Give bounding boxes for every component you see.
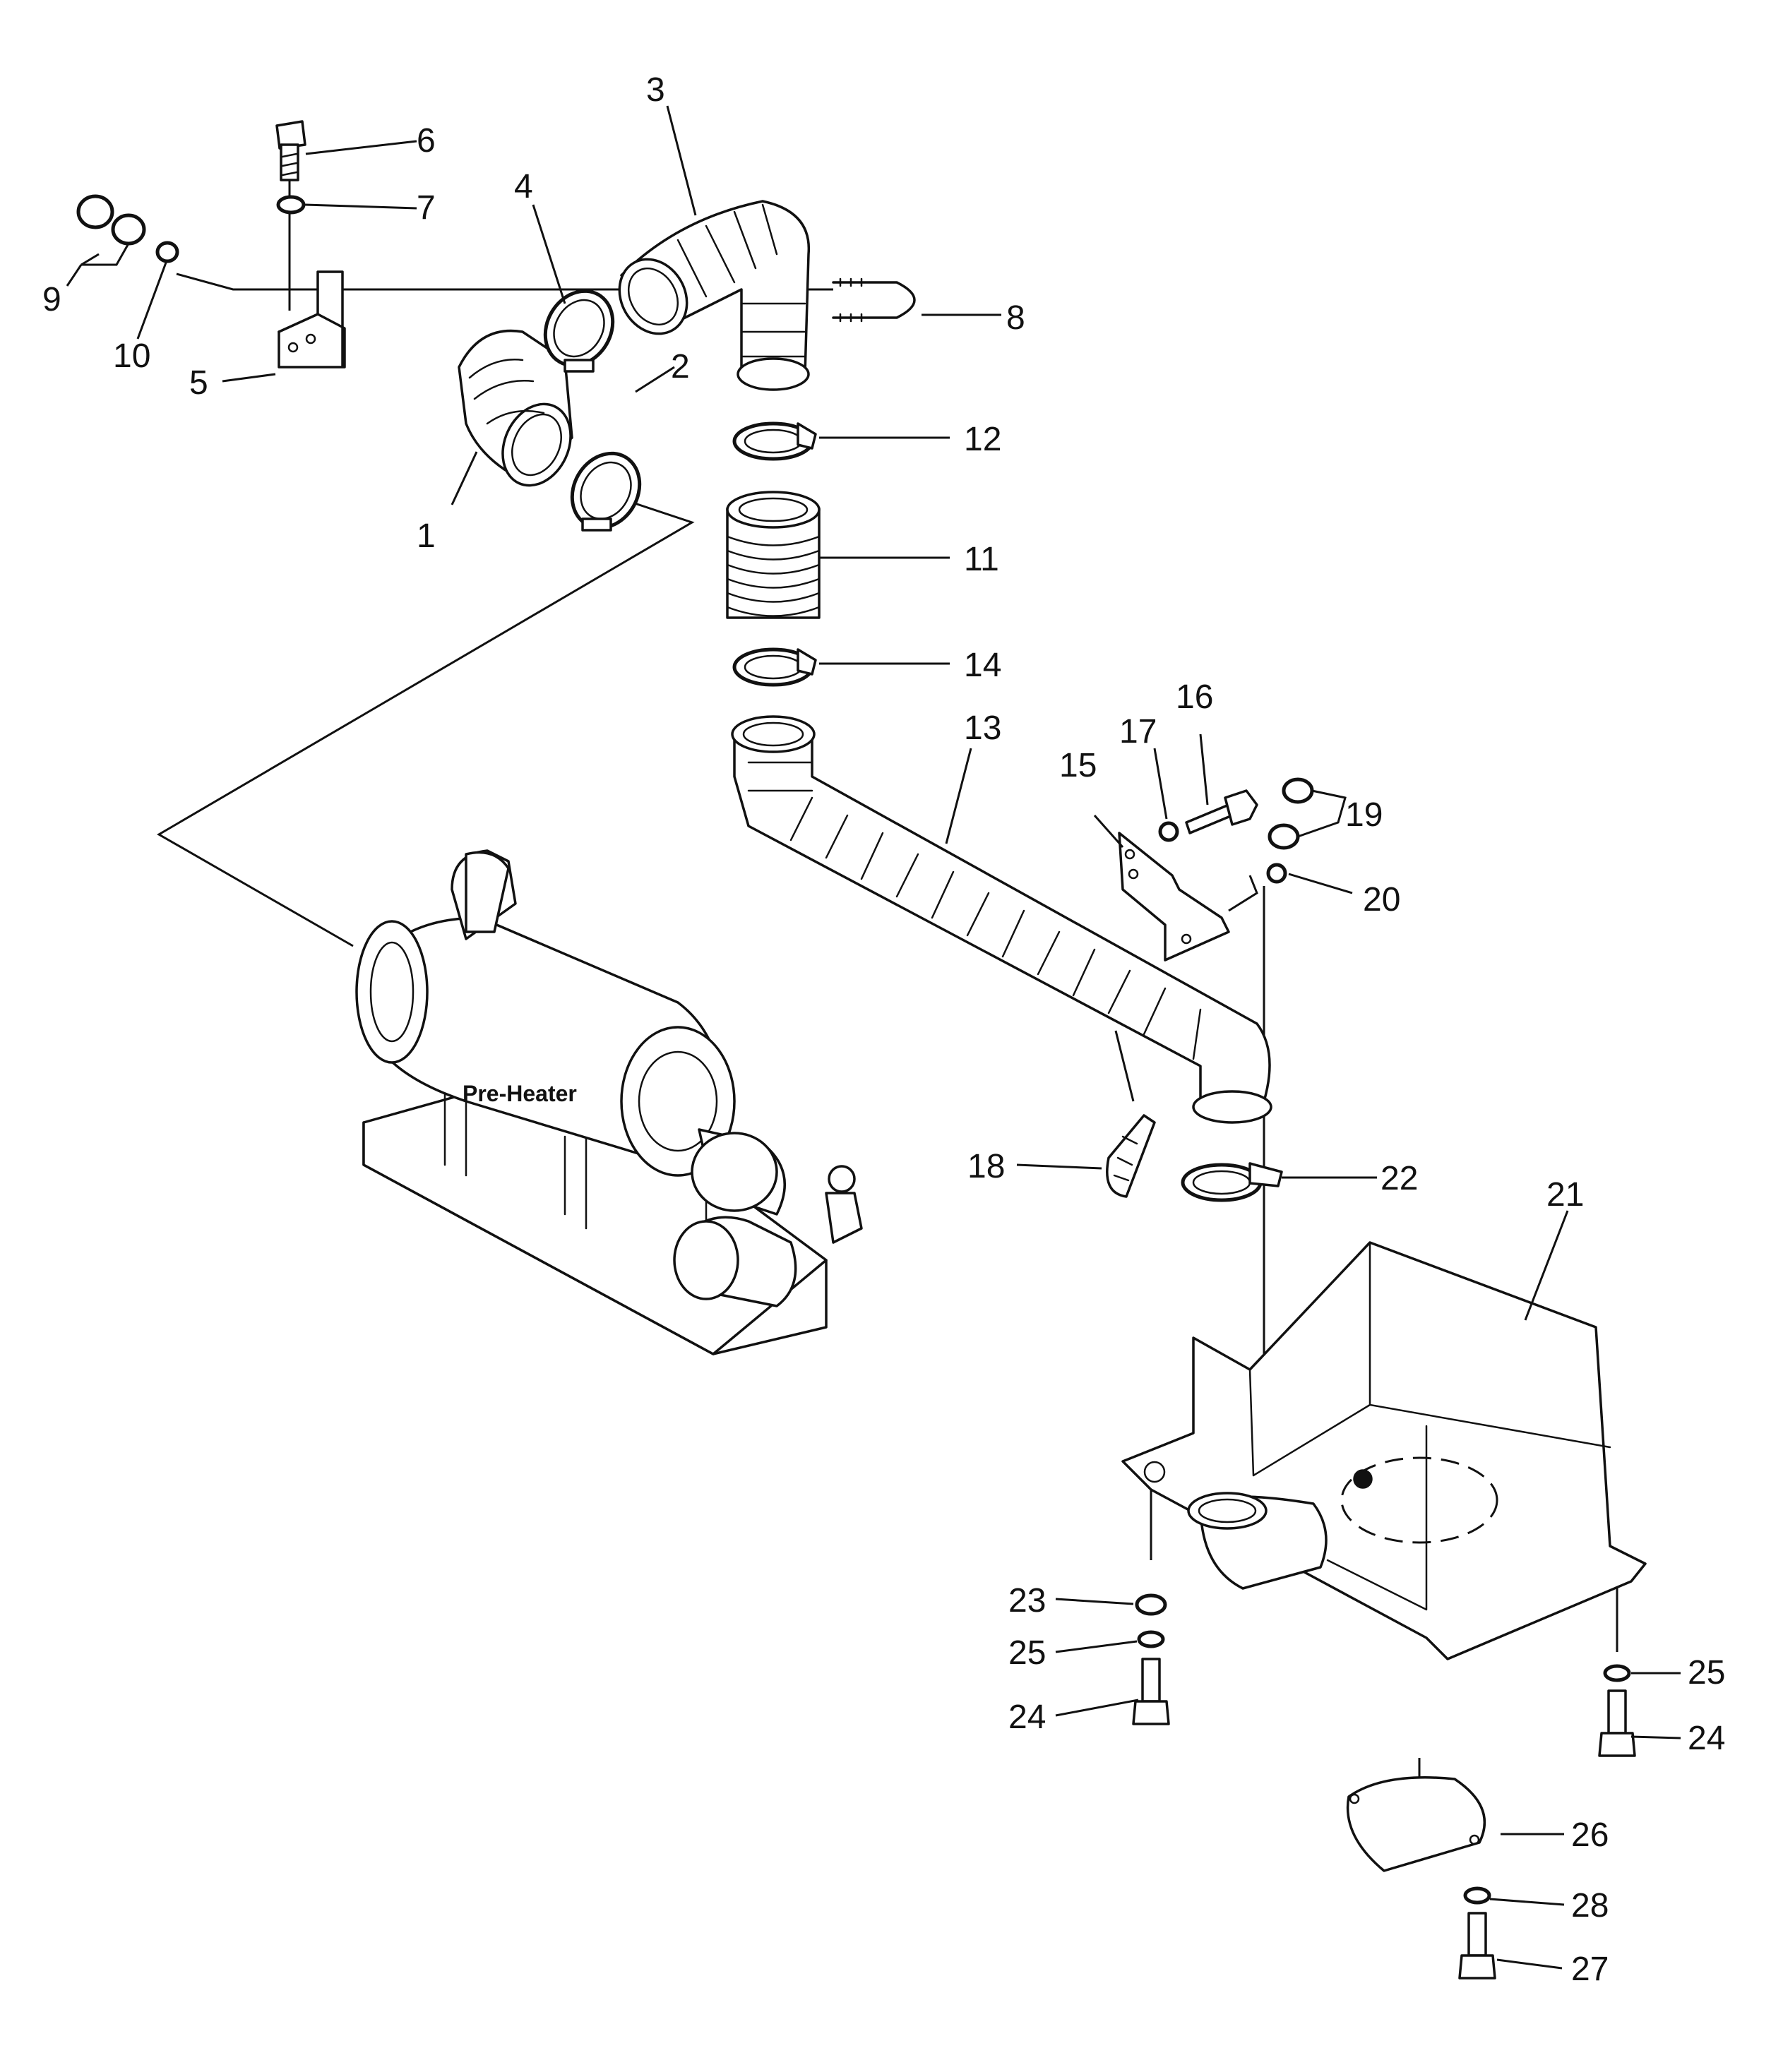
bracket-5	[278, 270, 346, 369]
clamp-14	[732, 647, 817, 687]
label-part-26: 26	[1571, 1816, 1609, 1854]
clamp-4	[543, 289, 615, 373]
washer-17	[1158, 821, 1179, 842]
label-part-23: 23	[1008, 1582, 1046, 1619]
washer-28	[1463, 1886, 1491, 1905]
label-part-27: 27	[1571, 1951, 1609, 1988]
nuts-19	[1268, 777, 1314, 850]
label-part-3: 3	[646, 71, 665, 109]
hose-18	[1106, 1114, 1156, 1198]
clamp-2	[570, 451, 642, 532]
elbow-hose-3	[618, 200, 811, 391]
bolt-27	[1458, 1912, 1496, 1980]
label-part-10: 10	[113, 337, 150, 375]
elbow-hose-1	[458, 329, 573, 487]
bellows-11	[726, 491, 821, 619]
label-part-25b: 25	[1688, 1654, 1725, 1691]
label-part-5: 5	[189, 364, 208, 402]
label-part-14: 14	[964, 647, 1001, 684]
label-part-20: 20	[1363, 881, 1400, 918]
long-hose-13	[731, 715, 1272, 1124]
label-part-7: 7	[417, 189, 436, 227]
bolt-24b	[1598, 1689, 1636, 1757]
bolt-24a	[1132, 1658, 1170, 1725]
label-part-15: 15	[1059, 747, 1097, 784]
label-part-21: 21	[1546, 1176, 1584, 1214]
label-part-4: 4	[514, 168, 533, 205]
u-bolt-8	[832, 277, 916, 323]
washer-10	[155, 241, 179, 263]
bolt-6	[275, 120, 306, 181]
duct-21	[1121, 1241, 1647, 1660]
label-part-24b: 24	[1688, 1720, 1725, 1757]
label-part-18: 18	[967, 1148, 1005, 1185]
label-part-22: 22	[1381, 1160, 1418, 1197]
part-number-labels: 6 7 9 10 5 1 2 4 3 8 12 11 14 13 15 17 1…	[42, 71, 1725, 1988]
callout-leaders	[66, 105, 1681, 1970]
bracket-15	[1118, 832, 1230, 962]
label-part-6: 6	[417, 122, 436, 160]
label-part-12: 12	[964, 421, 1001, 458]
bolt-16	[1185, 789, 1258, 834]
pre-heater-label: Pre-Heater	[463, 1081, 577, 1106]
label-part-1: 1	[417, 517, 436, 555]
nut-23	[1135, 1593, 1167, 1616]
label-part-2: 2	[671, 348, 690, 385]
clamp-22	[1181, 1162, 1283, 1202]
nuts-9	[76, 194, 146, 246]
cover-26	[1346, 1776, 1486, 1872]
label-part-16: 16	[1176, 678, 1213, 716]
washer-7	[276, 195, 306, 215]
label-part-25a: 25	[1008, 1634, 1046, 1672]
label-part-17: 17	[1119, 713, 1157, 750]
washer-20	[1266, 863, 1287, 884]
clamp-12	[732, 421, 817, 461]
label-part-24a: 24	[1008, 1699, 1046, 1736]
label-part-28: 28	[1571, 1887, 1609, 1924]
label-part-9: 9	[42, 281, 61, 318]
label-part-11: 11	[964, 541, 999, 578]
washer-25a	[1137, 1630, 1165, 1648]
label-part-13: 13	[964, 709, 1001, 747]
label-part-8: 8	[1006, 299, 1025, 337]
washer-25b	[1603, 1664, 1631, 1682]
label-part-19: 19	[1345, 796, 1383, 834]
pre-heater: Pre-Heater	[355, 849, 863, 1355]
